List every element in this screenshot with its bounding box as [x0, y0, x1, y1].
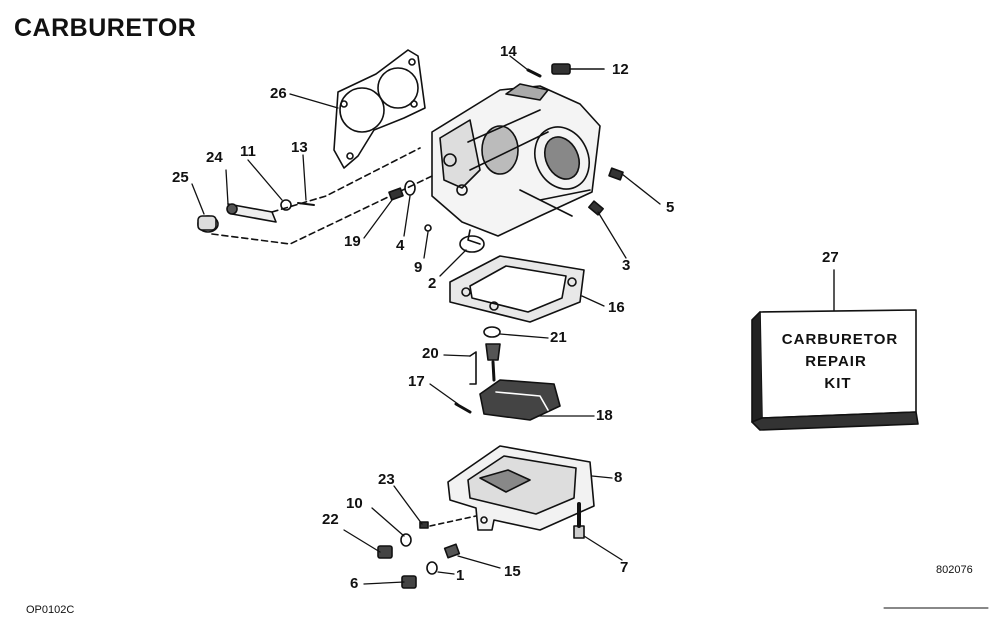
plug-22-part	[377, 545, 393, 559]
kit-label-line3: KIT	[824, 375, 851, 392]
disc-2-part	[459, 235, 485, 253]
link-arm-24-part	[226, 203, 277, 223]
repair-kit-box: CARBURETOR REPAIR KIT	[751, 269, 919, 431]
callout-21: 21	[550, 329, 567, 346]
page-title: CARBURETOR	[14, 14, 197, 42]
washer-11-part	[280, 199, 292, 211]
callout-16: 16	[608, 299, 625, 316]
o-ring-21-part	[483, 326, 501, 338]
float-bowl-8-part	[447, 445, 595, 531]
callout-18: 18	[596, 407, 613, 424]
callout-3: 3	[622, 257, 631, 274]
screw-3-part	[588, 200, 604, 216]
washer-1-part	[426, 561, 438, 575]
callout-27: 27	[822, 249, 839, 266]
bowl-gasket-16-part	[449, 255, 585, 323]
callout-22: 22	[322, 511, 339, 528]
callout-11: 11	[240, 143, 256, 160]
pin-14-part	[526, 68, 542, 78]
callout-10: 10	[346, 495, 363, 512]
cap-25-part	[197, 215, 219, 233]
callout-4: 4	[396, 237, 405, 254]
callout-13: 13	[291, 139, 308, 156]
bolt-7-part	[573, 502, 585, 539]
callout-25: 25	[172, 169, 189, 186]
needle-valve-20-part	[469, 343, 501, 385]
pin-23-part	[419, 521, 429, 529]
callout-7: 7	[620, 559, 629, 576]
callout-26: 26	[270, 85, 287, 102]
kit-label-line2: REPAIR	[805, 353, 867, 370]
kit-label-line1: CARBURETOR	[782, 331, 898, 348]
callout-15: 15	[504, 563, 521, 580]
figure-code: 802076	[936, 564, 973, 576]
callout-17: 17	[408, 373, 425, 390]
float-18-part	[479, 379, 561, 421]
callout-2: 2	[428, 275, 437, 292]
callout-19: 19	[344, 233, 361, 250]
jet-15-part	[443, 543, 461, 559]
callout-1: 1	[456, 567, 465, 584]
callout-12: 12	[612, 61, 629, 78]
idle-screw-part	[551, 63, 605, 75]
flange-gasket-part	[333, 49, 426, 169]
callout-5: 5	[666, 199, 675, 216]
screw-5-part	[608, 167, 624, 181]
callout-14: 14	[500, 43, 517, 60]
callout-6: 6	[350, 575, 359, 592]
screw-19-part	[388, 187, 404, 201]
callout-8: 8	[614, 469, 623, 486]
callout-24: 24	[206, 149, 223, 166]
callout-23: 23	[378, 471, 395, 488]
carburetor-body-part	[431, 83, 601, 245]
callout-20: 20	[422, 345, 439, 362]
washer-10-part	[400, 533, 412, 547]
washer-4-part	[404, 180, 416, 196]
ball-9-part	[424, 224, 432, 232]
pin-17-part	[454, 402, 472, 414]
callout-9: 9	[414, 259, 423, 276]
document-code: OP0102C	[26, 604, 75, 616]
leader-lines	[191, 55, 661, 585]
